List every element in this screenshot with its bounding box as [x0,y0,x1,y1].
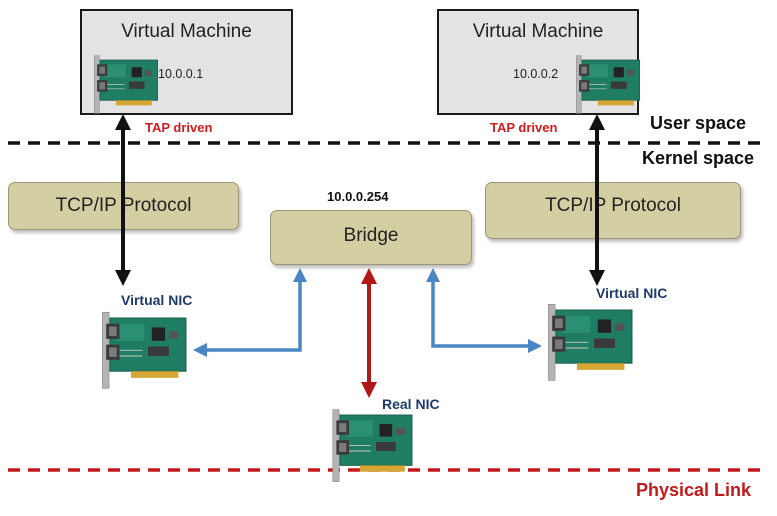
user-space-label: User space [650,113,747,133]
bridge-ip: 10.0.0.254 [327,189,389,204]
bridge-label: Bridge [343,225,399,246]
tap-driven-right-label: TAP driven [490,120,558,135]
vm-left-nic-icon [93,55,158,114]
vm-left-title: Virtual Machine [121,21,252,42]
virtual-nic-left-icon [101,311,187,389]
tcp-ip-right-label: TCP/IP Protocol [545,195,681,216]
arrow-bridge-to-right-nic [426,268,542,353]
real-nic-label: Real NIC [382,396,440,412]
physical-link-label: Physical Link [636,480,752,500]
real-nic-icon [332,409,413,483]
arrow-bridge-to-left-nic [193,268,307,357]
vm-right-nic-icon [575,55,640,114]
vm-left-ip: 10.0.0.1 [158,67,204,81]
virtual-nic-left-label: Virtual NIC [121,292,193,308]
tap-driven-left-label: TAP driven [145,120,213,135]
bridge-block: Bridge [270,210,472,265]
vm-right-ip: 10.0.0.2 [513,67,559,81]
kernel-space-label: Kernel space [642,148,755,168]
tcp-ip-right-block: TCP/IP Protocol [485,182,741,239]
virtual-nic-right-label: Virtual NIC [596,285,668,301]
virtual-nic-right-icon [547,303,633,381]
vm-right-title: Virtual Machine [472,21,604,42]
